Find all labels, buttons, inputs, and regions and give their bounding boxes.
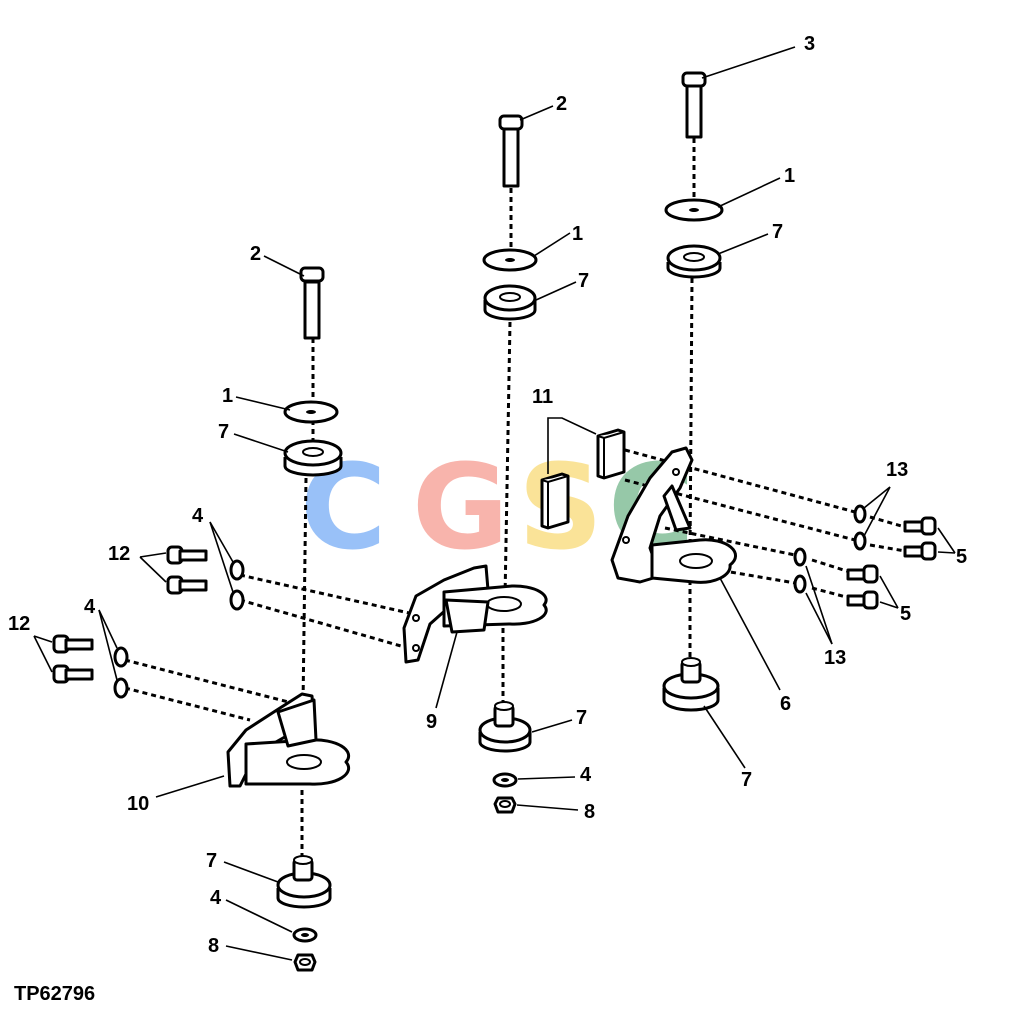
figure-id: TP62796 xyxy=(14,983,95,1005)
bolt-2-mid-head xyxy=(498,114,524,131)
axis-bolt-lower-1 xyxy=(124,658,301,707)
callout-4-left-bottom: 4 xyxy=(210,887,222,909)
callout-1-mid: 1 xyxy=(572,223,583,245)
axis-right-b xyxy=(688,277,694,556)
axis-bolt-lower-2 xyxy=(124,686,251,722)
axis-bolt-right-6 xyxy=(811,586,851,600)
bolt-3-shank xyxy=(685,83,703,139)
washer-part-1-mid xyxy=(482,248,538,272)
callout-12-lower: 12 xyxy=(8,613,30,635)
isolator-part-7-right-bottom xyxy=(662,657,720,712)
callout-7-left-top: 7 xyxy=(218,421,229,443)
callout-1-right: 1 xyxy=(784,165,795,187)
axis-bolt-right-5 xyxy=(811,558,851,574)
callout-4-lower: 4 xyxy=(84,596,96,618)
washer-part-4-mid xyxy=(492,772,518,788)
washer-part-1-left xyxy=(283,400,339,424)
callout-2-mid: 2 xyxy=(556,93,567,115)
bolt-part-3 xyxy=(681,71,707,139)
bolt-2-left-shank xyxy=(303,280,321,340)
bracket-part-10 xyxy=(226,692,351,788)
spacer-block-part-11 xyxy=(540,428,626,530)
axis-bolt-right-8 xyxy=(869,543,906,553)
nut-part-8-mid xyxy=(493,796,517,814)
callout-7-right-bottom: 7 xyxy=(741,769,752,791)
callout-7-mid-bottom: 7 xyxy=(576,707,587,729)
callout-13-bottom: 13 xyxy=(824,647,846,669)
callout-3: 3 xyxy=(804,33,815,55)
bracket-part-9 xyxy=(402,564,548,664)
callout-8-left: 8 xyxy=(208,935,219,957)
callout-7-left-bottom: 7 xyxy=(206,850,217,872)
axis-bolt-upper-2 xyxy=(239,598,409,650)
leader-lines xyxy=(33,46,956,961)
bolt-group-5-right xyxy=(793,504,937,610)
washer-part-1-right xyxy=(664,198,724,222)
isolator-part-7-mid-top xyxy=(483,284,537,321)
bolt-part-2-left xyxy=(299,266,325,340)
callout-8-mid: 8 xyxy=(584,801,595,823)
washer-part-4-left xyxy=(292,927,318,943)
axis-bolt-right-3 xyxy=(664,526,796,557)
callout-11: 11 xyxy=(532,386,553,408)
bolt-part-2-mid xyxy=(498,114,524,188)
axis-bolt-right-7 xyxy=(869,515,906,529)
callout-7-mid-top: 7 xyxy=(578,270,589,292)
bolt-3-head xyxy=(681,71,707,88)
callout-1-left: 1 xyxy=(222,385,233,407)
callout-5-bottom: 5 xyxy=(900,603,911,625)
assembly-axes xyxy=(124,138,906,860)
callout-7-right-top: 7 xyxy=(772,221,783,243)
callout-5-top: 5 xyxy=(956,546,967,568)
isolator-part-7-left-bottom xyxy=(276,855,332,909)
isolator-part-7-left-top xyxy=(283,439,343,477)
callout-4-upper: 4 xyxy=(192,505,204,527)
callout-2-left: 2 xyxy=(250,243,261,265)
callout-12-upper: 12 xyxy=(108,543,130,565)
callout-10: 10 xyxy=(127,793,149,815)
axis-bolt-upper-1 xyxy=(239,573,419,617)
callout-13-top: 13 xyxy=(886,459,908,481)
nut-part-8-left xyxy=(293,953,317,972)
callout-6: 6 xyxy=(780,693,791,715)
watermark-letter-g: G xyxy=(412,438,509,576)
bracket-part-6 xyxy=(610,446,738,584)
bolt-2-mid-shank xyxy=(502,126,520,188)
axis-left-c xyxy=(301,477,308,706)
bolt-group-12-upper xyxy=(166,545,245,611)
axis-mid-b xyxy=(503,321,512,599)
callout-9: 9 xyxy=(426,711,437,733)
isolator-part-7-right-top xyxy=(666,244,722,279)
bolt-2-left-head xyxy=(299,266,325,283)
callout-4-mid-bottom: 4 xyxy=(580,764,592,786)
callout-labels: 3 2 1 7 1 7 2 1 7 11 13 5 5 13 4 12 4 12… xyxy=(8,33,967,957)
isolator-part-7-mid-bottom xyxy=(478,701,532,753)
bolt-group-12-lower xyxy=(52,634,129,699)
